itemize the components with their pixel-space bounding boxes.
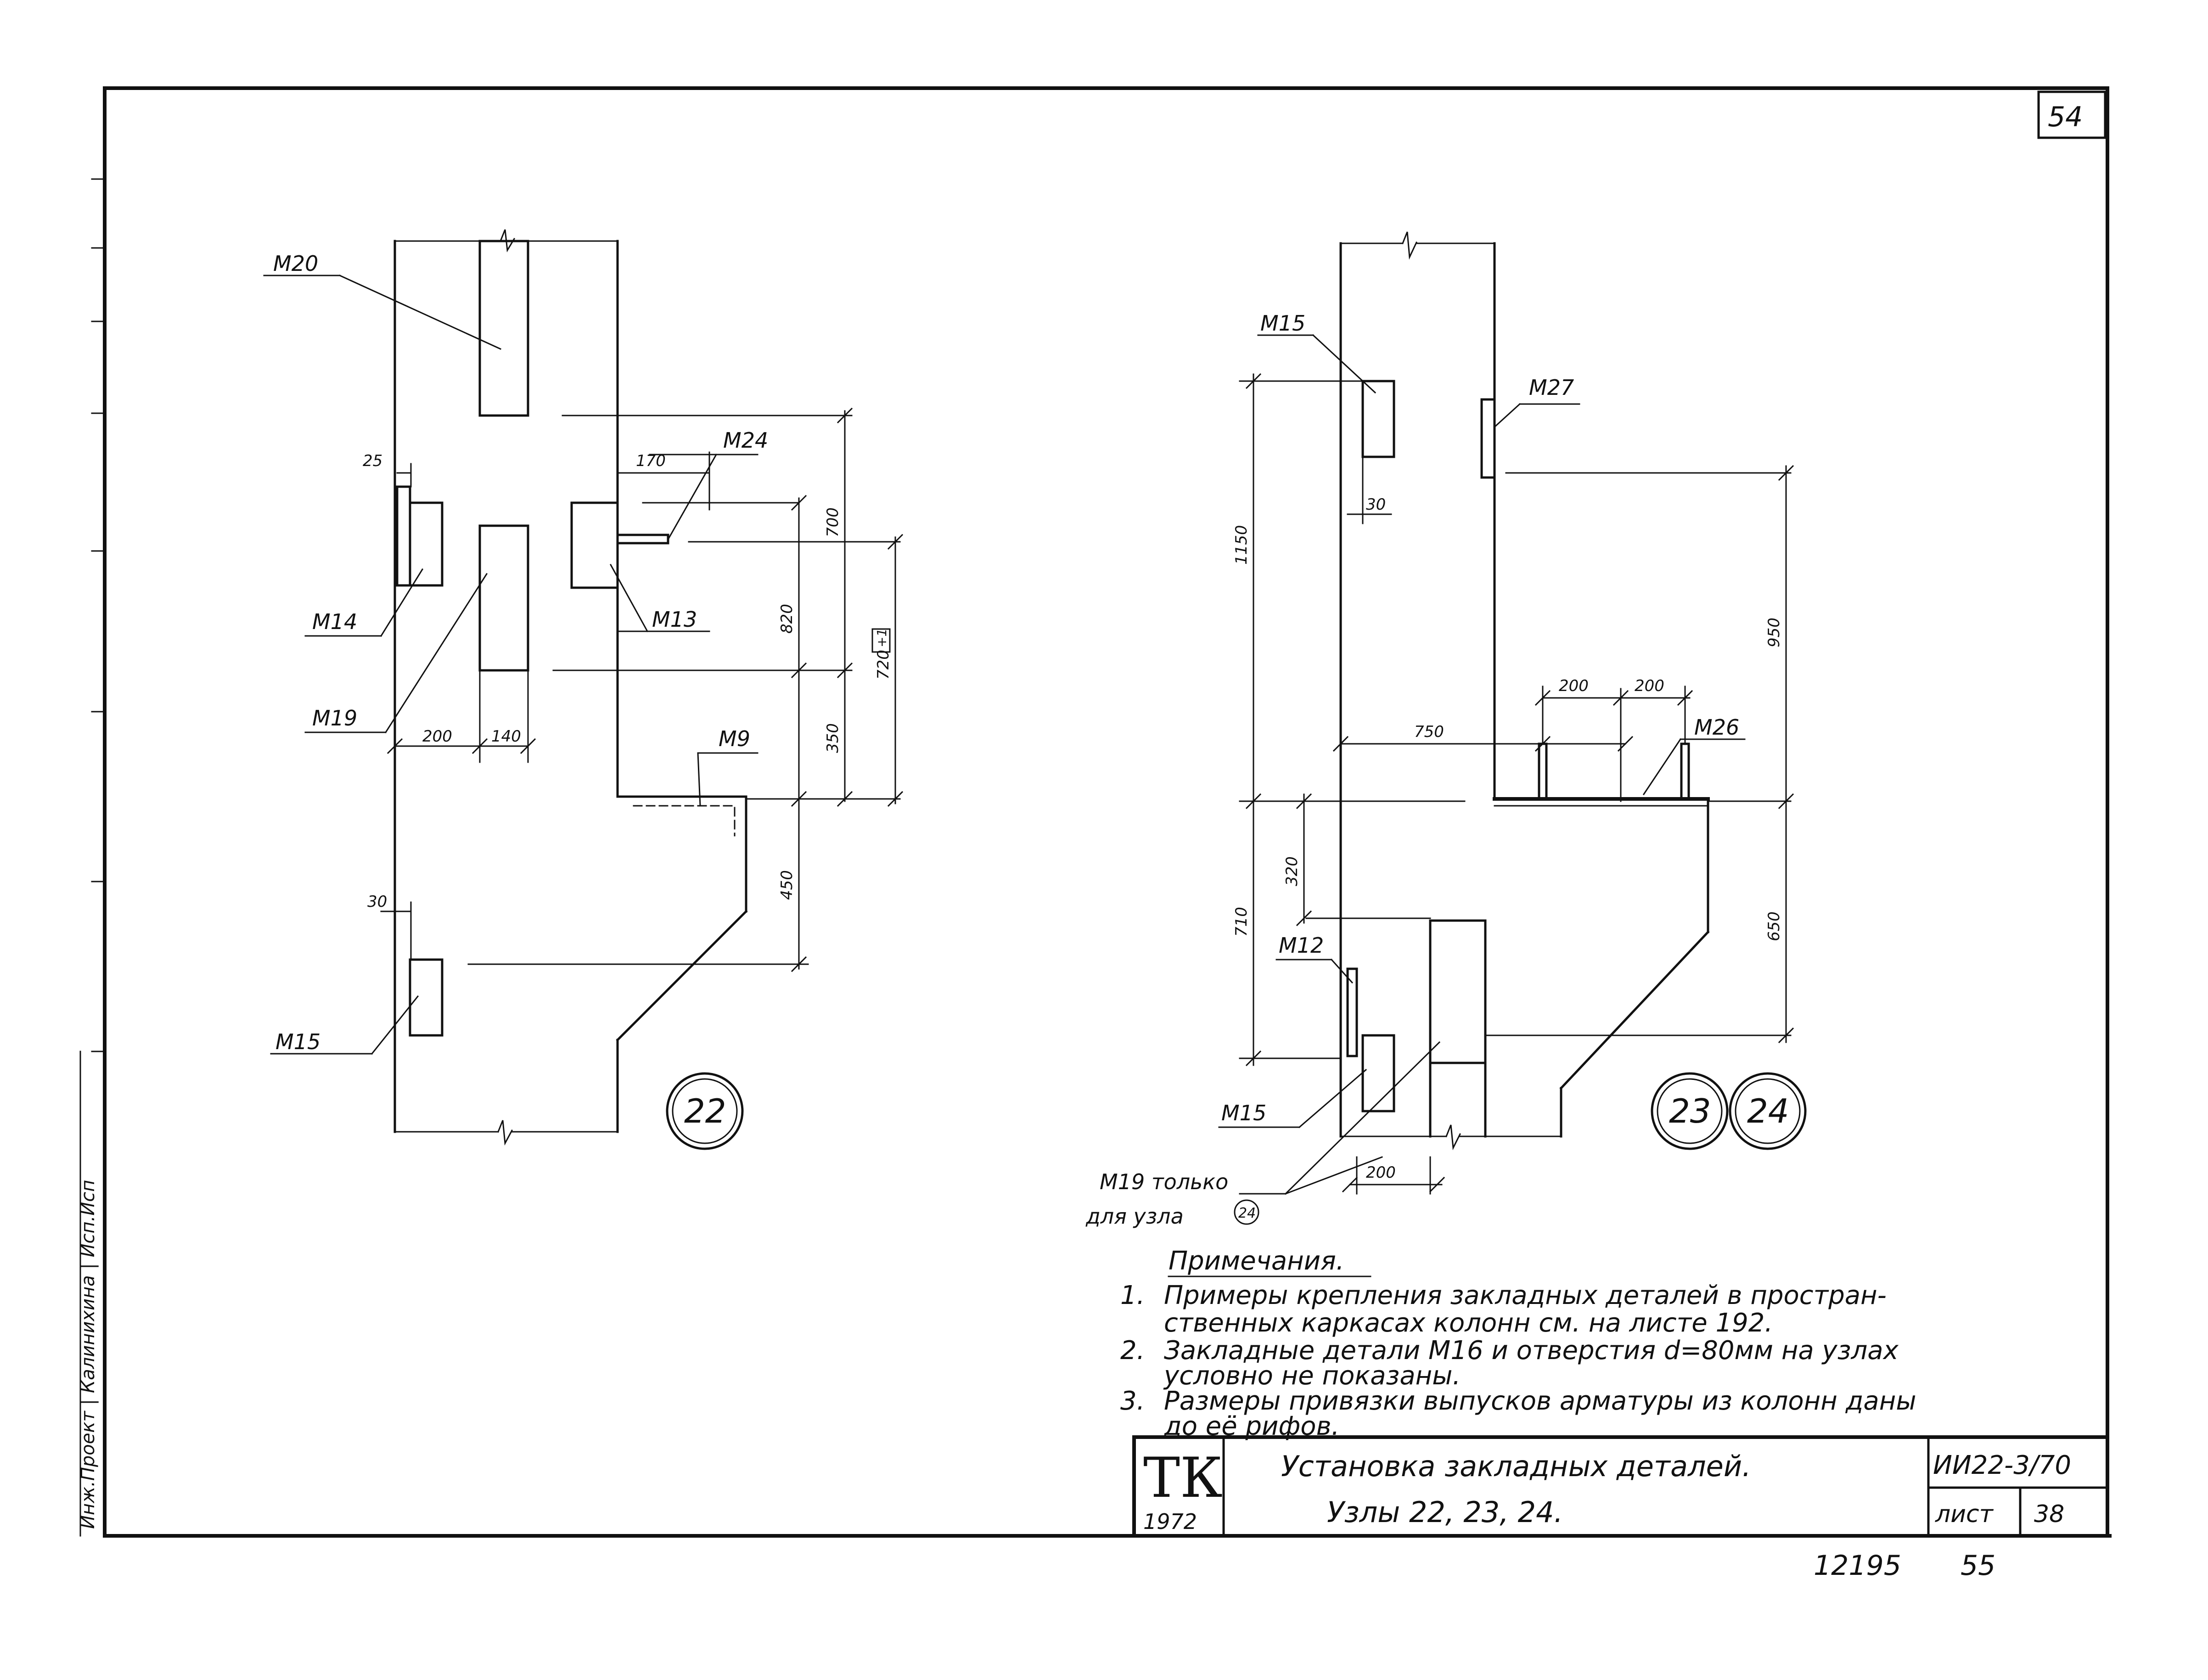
dim-350: 350 (824, 723, 842, 753)
dim-450: 450 (778, 870, 796, 900)
embed-m19-node24 (1429, 919, 1487, 1064)
title-block: ТК 1972 Установка закладных деталей. Узл… (1132, 1435, 2109, 1538)
title-sheet-value: 38 (2034, 1500, 2064, 1528)
node-23-24-drawing: M15 M27 M26 M12 M15 M19 только для узла … (1085, 231, 1807, 1229)
note-1-line2: ственных каркасах колонн см. на листе 19… (1164, 1308, 1773, 1338)
side-strip-text: Инж.Проект | Калинихина | Исп.Исп (78, 1180, 99, 1529)
label-m13: M13 (652, 607, 697, 632)
dim-30: 30 (367, 893, 387, 911)
embed-m19 (478, 524, 529, 672)
label-m24: M24 (723, 428, 768, 453)
embed-m26-bar-1 (1538, 742, 1548, 800)
label-m19-note-line2: для узла (1085, 1204, 1184, 1229)
embed-m27 (1480, 398, 1496, 479)
dim-box-mark: +1 (874, 629, 889, 647)
dim-720: 720 (874, 650, 893, 680)
label-m15: M15 (275, 1029, 320, 1054)
dim-700: 700 (824, 507, 842, 537)
node-23-label: 23 (1669, 1092, 1711, 1130)
dim-200: 200 (422, 727, 452, 746)
label-m15-top: M15 (1260, 311, 1305, 336)
label-m26: M26 (1694, 715, 1739, 740)
dim-650: 650 (1765, 911, 1783, 941)
dim-30-node23: 30 (1366, 495, 1386, 514)
dim-140: 140 (491, 727, 521, 746)
label-m19-note-line1: M19 только (1100, 1169, 1228, 1194)
title-year: 1972 (1143, 1509, 1197, 1534)
note-2-line1: Закладные детали М16 и отверстия d=80мм … (1164, 1336, 1899, 1365)
bottom-left-number: 12195 (1814, 1550, 1901, 1582)
dim-710: 710 (1232, 907, 1251, 937)
page-number-box: 54 (2037, 90, 2107, 139)
dim-750: 750 (1414, 723, 1444, 741)
node-22-label: 22 (684, 1092, 726, 1130)
notes-heading: Примечания. (1169, 1246, 1344, 1276)
dim-200-a: 200 (1559, 677, 1589, 695)
node-22-circle (666, 1072, 744, 1150)
dim-320: 320 (1283, 856, 1301, 886)
page-number: 54 (2048, 101, 2083, 133)
node-23-circle (1651, 1072, 1729, 1150)
note-2-num: 2. (1120, 1336, 1145, 1365)
embed-m20 (478, 240, 529, 417)
notes-section: Примечания. 1. Примеры крепления закладн… (1120, 1246, 1916, 1441)
title-sheet-label: лист (1935, 1500, 1994, 1528)
embed-m13 (570, 501, 619, 589)
label-m27: M27 (1529, 375, 1574, 400)
node-22-drawing: M20 M24 M14 M13 M19 M9 M15 25 170 700 82… (263, 229, 904, 1150)
dim-170: 170 (636, 452, 666, 470)
dim-25: 25 (363, 452, 382, 470)
label-m12: M12 (1279, 933, 1324, 958)
title-logo: ТК (1143, 1446, 1223, 1510)
dim-820: 820 (778, 604, 796, 634)
label-m14: M14 (312, 609, 357, 634)
bottom-right-number: 55 (1961, 1550, 1995, 1582)
title-line1: Установка закладных деталей. (1281, 1450, 1751, 1483)
node-24-circle (1729, 1072, 1807, 1150)
embed-m26-bar-2 (1680, 742, 1690, 800)
title-line2: Узлы 22, 23, 24. (1327, 1495, 1563, 1529)
embed-m15-top (1361, 380, 1395, 458)
dim-950: 950 (1765, 618, 1783, 647)
label-m9: M9 (719, 726, 750, 751)
embed-m14 (409, 501, 444, 587)
title-code: ИИ22-3/70 (1933, 1450, 2071, 1480)
label-m15-bottom: M15 (1221, 1101, 1266, 1125)
embed-m24 (616, 534, 669, 545)
note-1-line1: Примеры крепления закладных деталей в пр… (1164, 1281, 1887, 1310)
note-2-line2: условно не показаны. (1163, 1361, 1461, 1391)
note-1-num: 1. (1120, 1281, 1145, 1310)
embed-m15-bottom (1361, 1034, 1395, 1113)
dim-200-b: 200 (1635, 677, 1664, 695)
dim-200-bottom: 200 (1366, 1163, 1396, 1182)
dim-1150: 1150 (1232, 525, 1251, 565)
sheet-frame (91, 86, 2112, 1538)
label-m19: M19 (312, 706, 357, 730)
embed-m12 (1346, 967, 1358, 1057)
note-3-num: 3. (1120, 1386, 1145, 1416)
label-m19-note-node: 24 (1238, 1205, 1256, 1221)
node-24-label: 24 (1747, 1092, 1789, 1130)
embed-m14-plate (396, 485, 411, 587)
embed-m15-node22 (409, 958, 444, 1037)
label-m20: M20 (273, 251, 318, 276)
note-3-line1: Размеры привязки выпусков арматуры из ко… (1164, 1386, 1916, 1416)
